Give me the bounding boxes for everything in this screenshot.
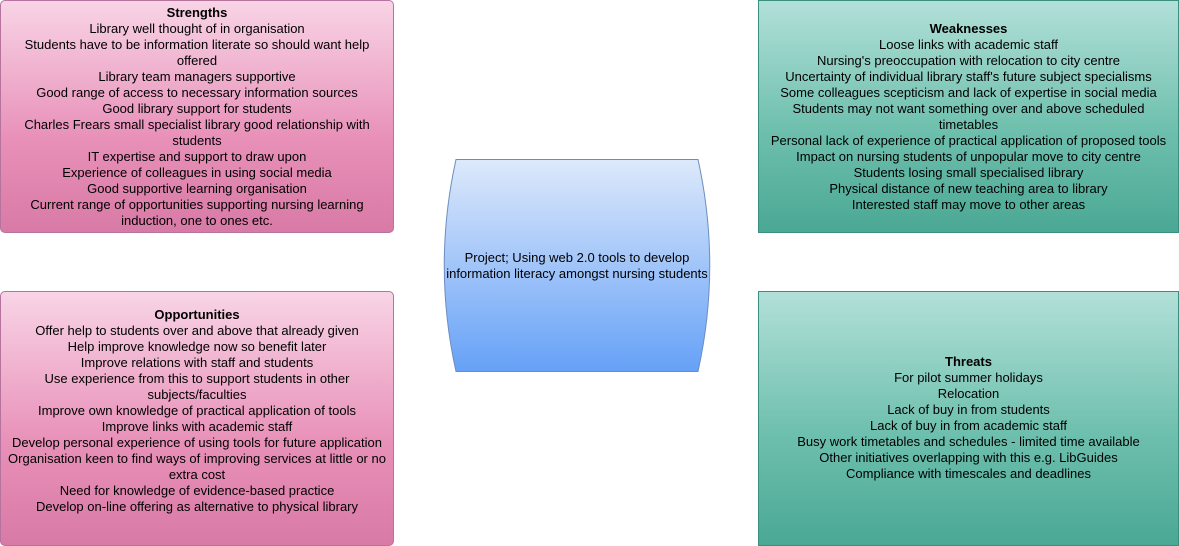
weaknesses-item: Uncertainty of individual library staff'… [785,68,1152,84]
opportunities-item: Offer help to students over and above th… [35,323,359,338]
opportunities-item: Develop personal experience of using too… [11,435,382,450]
threats-item: Compliance with timescales and deadlines [846,466,1091,481]
opportunities-item: Improve links with academic staff [101,419,293,434]
threats-item: Busy work timetables and schedules - lim… [797,434,1140,449]
project-cylinder-shape [443,159,711,372]
weaknesses-item: Impact on nursing students of unpopular … [796,148,1141,164]
opportunities-item: Develop on-line offering as alternative … [35,499,359,514]
strengths-item: Good range of access to necessary inform… [36,84,358,100]
opportunities-item: Improve relations with staff and student… [80,355,314,370]
threats-item: For pilot summer holidays [894,370,1043,385]
threats-box: Threats For pilot summer holidays Reloca… [758,291,1179,546]
threats-title: Threats [945,354,992,369]
opportunities-box: Opportunities Offer help to students ove… [0,291,394,546]
opportunities-title: Opportunities [154,307,240,322]
weaknesses-item: Physical distance of new teaching area t… [829,180,1108,196]
threats-item: Relocation [937,386,1000,401]
threats-item: Lack of buy in from students [887,402,1050,417]
strengths-item: Good supportive learning organisation [87,180,307,196]
weaknesses-item: Interested staff may move to other areas [851,196,1086,212]
strengths-title: Strengths [166,4,228,20]
weaknesses-item: Personal lack of experience of practical… [770,132,1167,148]
weaknesses-item: Loose links with academic staff [879,36,1058,52]
weaknesses-item: Some colleagues scepticism and lack of e… [780,84,1157,100]
opportunities-item: Need for knowledge of evidence-based pra… [59,483,335,498]
threats-item: Other initiatives overlapping with this … [819,450,1118,465]
weaknesses-item: Students losing small specialised librar… [853,164,1084,180]
strengths-item: Good library support for students [102,100,292,116]
opportunities-item: Improve own knowledge of practical appli… [38,403,356,418]
strengths-item: Library team managers supportive [98,68,296,84]
opportunities-item: Help improve knowledge now so benefit la… [67,339,327,354]
weaknesses-box: Weaknesses Loose links with academic sta… [758,0,1179,233]
strengths-item: IT expertise and support to draw upon [87,148,307,164]
weaknesses-item: Nursing's preoccupation with relocation … [816,52,1121,68]
strengths-item: Experience of colleagues in using social… [62,164,332,180]
project-label: Project; Using web 2.0 tools to develop … [446,249,708,281]
threats-item: Lack of buy in from academic staff [869,418,1068,433]
weaknesses-title: Weaknesses [929,20,1008,36]
weaknesses-item: Students may not want something over and… [792,100,1145,132]
opportunities-item: Use experience from this to support stud… [44,371,350,402]
opportunities-item: Organisation keen to find ways of improv… [8,451,386,482]
strengths-box: Strengths Library well thought of in org… [0,0,394,233]
strengths-item: Current range of opportunities supportin… [30,196,364,228]
strengths-item: Students have to be information literate… [24,36,370,68]
strengths-item: Library well thought of in organisation [89,20,305,36]
strengths-item: Charles Frears small specialist library … [24,116,370,148]
